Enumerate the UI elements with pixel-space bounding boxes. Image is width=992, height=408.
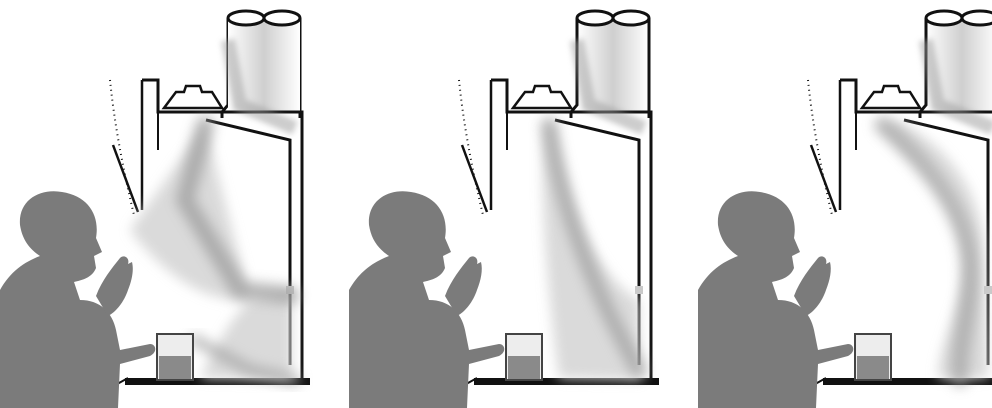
- beaker-liquid: [159, 356, 191, 379]
- beaker: [855, 334, 891, 380]
- baffle-slot: [635, 286, 643, 294]
- panel-2: [349, 11, 659, 408]
- beaker: [506, 334, 542, 380]
- light-fixture: [164, 86, 222, 108]
- person-torso: [698, 191, 853, 408]
- panel-3: [698, 11, 992, 408]
- person-silhouette: [349, 191, 504, 408]
- beaker: [157, 334, 193, 380]
- person-torso: [349, 191, 504, 408]
- airflow-main-stream: [883, 125, 970, 378]
- person-body: [349, 191, 504, 408]
- person-silhouette: [0, 191, 155, 408]
- beaker-liquid: [508, 356, 540, 379]
- person-silhouette: [698, 191, 853, 408]
- panel-1: [0, 11, 310, 408]
- light-fixture: [862, 86, 920, 108]
- person-body: [698, 191, 853, 408]
- person-body: [0, 191, 155, 408]
- person-torso: [0, 191, 155, 408]
- beaker-liquid: [857, 356, 889, 379]
- baffle-slot: [984, 286, 992, 294]
- light-fixture: [513, 86, 571, 108]
